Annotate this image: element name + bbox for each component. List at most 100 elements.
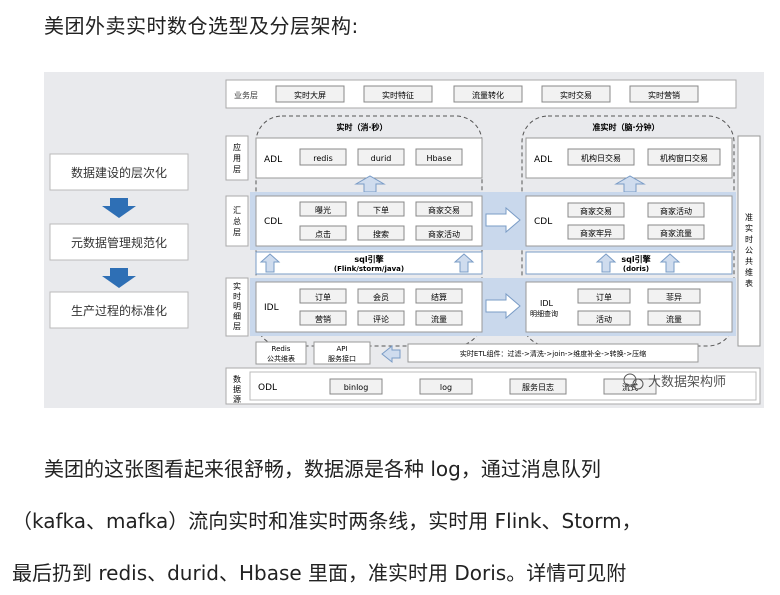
engine-right-line2: (doris) xyxy=(623,265,649,273)
idl-left-label: IDL xyxy=(264,303,279,313)
business-item-3-text: 流量转化 xyxy=(472,90,504,100)
source-char-2: 据 xyxy=(233,384,241,394)
realtime-title: 实时（消·秒） xyxy=(336,122,387,132)
engine-left-line2: (Flink/storm/java) xyxy=(334,265,404,273)
flow-box-3 xyxy=(49,291,189,329)
adl-item-1 xyxy=(299,148,347,166)
up-arrow-engine-right-1 xyxy=(595,253,617,273)
side-char-2: 实 xyxy=(745,223,753,233)
detail-layer-char-5: 层 xyxy=(233,322,241,331)
odl-label: ODL xyxy=(258,383,277,393)
cdl-item-2-text: 下单 xyxy=(373,205,389,215)
engine-left-line1: sql引擎 xyxy=(354,254,384,264)
idl-item-3 xyxy=(415,288,463,304)
business-item-2 xyxy=(363,85,433,103)
idl-right-item-4-text: 流量 xyxy=(666,314,682,324)
odl-item-2-text: log xyxy=(440,383,452,392)
idl-item-2 xyxy=(357,288,405,304)
api-line2: 服务接口 xyxy=(328,354,356,363)
adl-right-item-2 xyxy=(647,148,721,166)
adl-right-label: ADL xyxy=(534,155,552,165)
idl-right-item-2 xyxy=(647,288,701,304)
cdl-item-4 xyxy=(299,225,347,241)
detail-layer-char-4: 细 xyxy=(233,311,241,321)
idl-right-item-4 xyxy=(647,310,701,326)
cdl-left-label: CDL xyxy=(264,217,282,227)
sql-engine-right xyxy=(525,251,733,275)
adl-right-item-1 xyxy=(567,148,635,166)
idl-right-item-1 xyxy=(577,288,631,304)
cdl-item-2 xyxy=(357,201,405,217)
architecture-diagram: 数据建设的层次化 元数据管理规范化 生产过程的标准化 业务层 实时大屏 实时特征… xyxy=(44,72,764,408)
cdl-item-6-text: 商家活动 xyxy=(428,229,460,239)
business-item-3 xyxy=(453,85,523,103)
up-arrow-adl-left xyxy=(354,175,386,193)
business-label: 业务层 xyxy=(234,90,258,100)
cdl-right-item-2-text: 商家活动 xyxy=(660,206,692,216)
idl-item-4 xyxy=(299,310,347,326)
idl-item-1 xyxy=(299,288,347,304)
adl-right-item-1-text: 机构日交易 xyxy=(581,153,621,163)
idl-right-sub: 明细查询 xyxy=(530,309,558,318)
idl-right-item-1-text: 订单 xyxy=(596,292,612,302)
sql-engine-left xyxy=(255,251,483,275)
adl-item-2 xyxy=(357,148,405,166)
api-line1: API xyxy=(336,345,347,353)
adl-item-3 xyxy=(415,148,463,166)
right-arrow-cdl xyxy=(485,206,521,234)
idl-right-item-3-text: 活动 xyxy=(596,314,612,324)
source-char-3: 源 xyxy=(233,395,241,404)
cdl-item-6 xyxy=(415,225,473,241)
cdl-item-1-text: 曝光 xyxy=(315,205,331,215)
flow-arrow-1 xyxy=(102,198,136,218)
paragraph-line-2: （kafka、mafka）流向实时和准实时两条线，实时用 Flink、Storm… xyxy=(12,509,642,533)
redis-dim-box xyxy=(255,341,307,365)
source-char-1: 数 xyxy=(233,374,241,384)
odl-item-2 xyxy=(419,378,473,395)
cdl-item-1 xyxy=(299,201,347,217)
cdl-right-label: CDL xyxy=(534,217,552,227)
odl-item-3 xyxy=(509,378,567,395)
detail-layer-tag xyxy=(225,277,249,337)
summary-layer-char-3: 层 xyxy=(233,228,241,237)
adl-item-2-text: durid xyxy=(371,154,392,163)
business-item-4 xyxy=(541,85,611,103)
idl-right-item-2-text: 菲异 xyxy=(666,292,682,302)
side-dim-table xyxy=(737,135,761,347)
engine-right-line1: sql引擎 xyxy=(621,254,651,264)
side-char-3: 时 xyxy=(745,234,753,244)
side-char-6: 维 xyxy=(745,267,753,277)
business-item-4-text: 实时交易 xyxy=(560,90,592,100)
redis-dim-line2: 公共维表 xyxy=(267,354,295,363)
flow-text-2: 元数据管理规范化 xyxy=(71,235,167,250)
wechat-icon xyxy=(623,373,637,387)
summary-layer-char-2: 总 xyxy=(233,216,241,226)
flow-box-1 xyxy=(49,153,189,191)
wechat-icon-bubble xyxy=(632,378,644,390)
business-item-2-text: 实时特征 xyxy=(382,90,414,100)
idl-right-item-3 xyxy=(577,310,631,326)
cdl-item-3-text: 商家交易 xyxy=(428,205,460,215)
page-title: 美团外卖实时数仓选型及分层架构: xyxy=(44,14,359,38)
detail-layer-char-3: 明 xyxy=(233,302,241,311)
idl-item-3-text: 结算 xyxy=(431,292,447,302)
idl-item-5-text: 评论 xyxy=(373,314,389,324)
adl-right-item-2-text: 机构窗口交易 xyxy=(660,153,708,163)
right-arrow-idl xyxy=(485,292,521,320)
app-layer-tag xyxy=(225,135,249,181)
watermark: 大数据架构师 xyxy=(623,373,726,390)
detail-layer-char-2: 时 xyxy=(233,291,241,301)
app-layer-char-2: 用 xyxy=(233,154,241,163)
near-realtime-title: 准实时（脑·分钟） xyxy=(592,122,659,132)
cdl-right-item-1 xyxy=(567,202,625,218)
side-char-4: 公 xyxy=(745,246,753,255)
up-arrow-engine-right-2 xyxy=(659,253,681,273)
paragraph-line-3: 最后扔到 redis、durid、Hbase 里面，准实时用 Doris。详情可… xyxy=(12,561,627,585)
idl-item-1-text: 订单 xyxy=(315,292,331,302)
summary-layer-char-1: 汇 xyxy=(233,206,241,215)
left-arrow-etl xyxy=(381,344,401,364)
side-char-1: 准 xyxy=(745,212,753,222)
business-item-1 xyxy=(275,85,345,103)
cdl-right-item-4-text: 商家流量 xyxy=(660,228,692,238)
idl-item-4-text: 营销 xyxy=(315,314,331,324)
